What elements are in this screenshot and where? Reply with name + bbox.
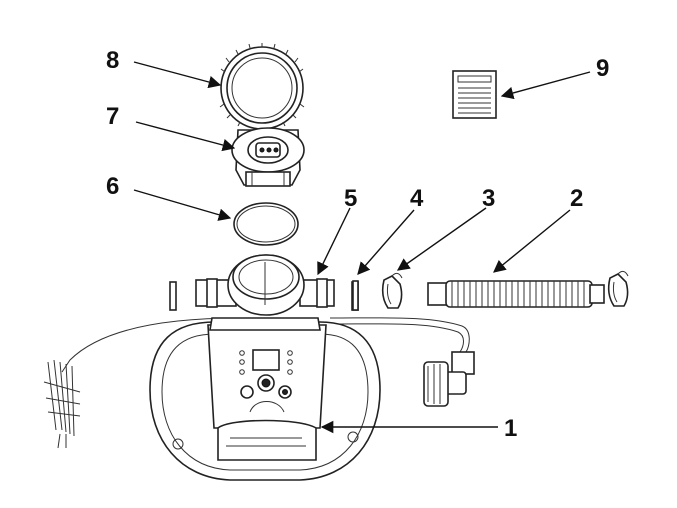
- callout-label-8: 8: [106, 47, 119, 74]
- callout-label-1: 1: [504, 415, 517, 442]
- callout-arrow-9: [500, 71, 591, 100]
- callout-arrow-4: [357, 209, 415, 275]
- part-2-corrugated-hose: [427, 280, 605, 308]
- part-3-hose-clamp: [381, 270, 629, 309]
- callout-label-2: 2: [570, 185, 583, 212]
- callout-arrow-8: [133, 61, 222, 89]
- callout-arrow-2: [493, 209, 571, 273]
- part-6-o-ring: [233, 202, 299, 246]
- callout-label-4: 4: [410, 185, 424, 212]
- callout-arrow-5: [317, 207, 351, 276]
- callout-label-7: 7: [106, 103, 119, 130]
- callout-label-9: 9: [596, 55, 609, 82]
- callout-arrow-3: [396, 207, 487, 271]
- callout-arrow-6: [133, 189, 232, 221]
- callout-label-6: 6: [106, 173, 119, 200]
- callout-label-3: 3: [482, 185, 495, 212]
- part-7-filter-cap: [231, 127, 305, 187]
- part-8-lid-ring: [219, 43, 305, 130]
- part-1-main-unit: [43, 317, 475, 481]
- part-5-housing: [169, 254, 359, 316]
- part-9-manual: [452, 70, 497, 119]
- part-4-rod: [352, 280, 359, 311]
- callout-label-5: 5: [344, 185, 357, 212]
- callout-arrow-7: [135, 121, 236, 152]
